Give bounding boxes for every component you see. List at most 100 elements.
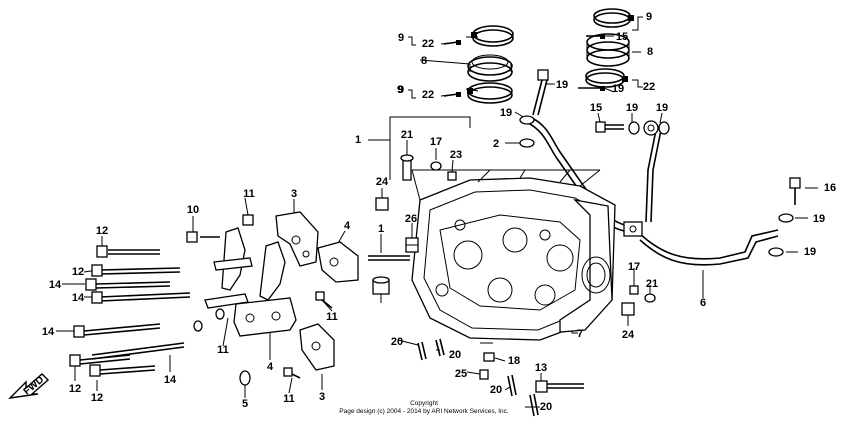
callout-7: 7 (577, 328, 583, 340)
spark-plug-24-top (405, 237, 419, 253)
bolt-heads (69, 214, 254, 377)
sealing-washer-19-right-1 (628, 121, 640, 135)
oring-21-right (644, 293, 656, 303)
callout-19: 19 (612, 83, 624, 95)
callout-17: 17 (430, 136, 442, 148)
banjo-bolt-15-right (595, 121, 624, 133)
callout-14: 14 (72, 292, 85, 304)
callout-18: 18 (508, 355, 520, 367)
copyright-line-2: Page design (c) 2004 - 2014 by ARI Netwo… (339, 408, 509, 415)
hose-clamp-upper-right (593, 8, 634, 28)
sealing-washer-19-left (519, 138, 535, 148)
studs-20 (417, 338, 539, 417)
callout-14: 14 (42, 326, 55, 338)
dowel-18 (483, 352, 495, 362)
callout-12: 12 (96, 225, 108, 237)
callout-12: 12 (69, 383, 81, 395)
dowel-17-top (447, 171, 457, 181)
sealing-washer-19-far-right-1 (778, 213, 794, 223)
callout-11: 11 (243, 188, 255, 200)
bolt-25 (479, 369, 489, 380)
callout-9: 9 (646, 11, 652, 23)
callout-19: 19 (626, 102, 638, 114)
callout-20: 20 (449, 349, 461, 361)
screw-22-upper (443, 40, 461, 45)
cap-23 (375, 197, 389, 211)
callout-1: 1 (378, 223, 384, 235)
stud-26 (368, 255, 410, 261)
banjo-bolt-16 (789, 177, 801, 205)
callout-13: 13 (535, 362, 547, 374)
screw-22-lower (443, 92, 461, 97)
callout-22: 22 (422, 89, 434, 101)
callout-9: 9 (397, 84, 403, 96)
banjo-bolt-15-top (532, 69, 549, 116)
callout-3: 3 (291, 188, 297, 200)
callout-19: 19 (656, 102, 668, 114)
callout-17: 17 (628, 261, 640, 273)
callout-25: 25 (455, 368, 467, 380)
callout-15: 15 (616, 31, 628, 43)
callout-19: 19 (500, 107, 512, 119)
callout-4: 4 (267, 361, 274, 373)
callout-23: 23 (450, 149, 462, 161)
bolt-13 (535, 380, 584, 393)
callout-1: 1 (355, 134, 361, 146)
valve-guide-1-top (400, 154, 414, 181)
sealing-washer-19-top (519, 115, 535, 125)
bracket-3-bottom (299, 323, 335, 371)
spark-plug-24-right (621, 302, 635, 316)
callout-26: 26 (405, 213, 417, 225)
callout-4: 4 (344, 220, 351, 232)
screw-22-right-lower (578, 86, 605, 91)
callout-16: 16 (824, 182, 836, 194)
fwd-arrow: FWD (8, 373, 50, 399)
callout-11: 11 (217, 344, 229, 356)
callout-19: 19 (813, 213, 825, 225)
bracket-4-top (317, 241, 359, 283)
callout-2: 2 (493, 138, 499, 150)
rocker-arm-assembly (193, 227, 297, 386)
hose-insulator-right (586, 33, 630, 67)
oring-21-top (430, 161, 442, 171)
callout-11: 11 (283, 393, 295, 405)
callout-8: 8 (421, 55, 427, 67)
callout-15: 15 (590, 102, 602, 114)
callout-22: 22 (422, 38, 434, 50)
callout-12: 12 (72, 266, 84, 278)
callout-21: 21 (401, 129, 413, 141)
callout-24: 24 (622, 329, 635, 341)
callout-9: 9 (398, 84, 404, 96)
callout-11: 11 (326, 311, 338, 323)
callout-5: 5 (242, 398, 248, 410)
callout-20: 20 (490, 384, 502, 396)
callout-10: 10 (187, 204, 199, 216)
callout-3: 3 (319, 391, 325, 403)
callout-20: 20 (391, 336, 403, 348)
callout-21: 21 (646, 278, 658, 290)
banjo-eye-right (643, 120, 659, 136)
callout-14: 14 (164, 374, 177, 386)
copyright-line-1: Copyright (410, 400, 438, 407)
pipe-joint-right (623, 221, 643, 237)
callout-19: 19 (556, 79, 568, 91)
hose-clamp-lower-left (467, 82, 513, 104)
hose-insulator-left (467, 54, 513, 82)
bracket-3-top (275, 211, 319, 267)
hose-clamp-upper-left (471, 25, 514, 47)
callout-14: 14 (49, 279, 62, 291)
callout-12: 12 (91, 392, 103, 404)
callout-19: 19 (804, 246, 816, 258)
callout-20: 20 (540, 401, 552, 413)
callout-8: 8 (647, 46, 653, 58)
head-gasket-flange-7 (559, 198, 613, 333)
callout-24: 24 (376, 176, 389, 188)
dowel-17-right (629, 285, 639, 295)
callout-6: 6 (700, 297, 706, 309)
callout-9: 9 (398, 32, 404, 44)
valve-guide-1-bottom (372, 276, 390, 295)
sealing-washer-19-right-2 (658, 121, 670, 135)
